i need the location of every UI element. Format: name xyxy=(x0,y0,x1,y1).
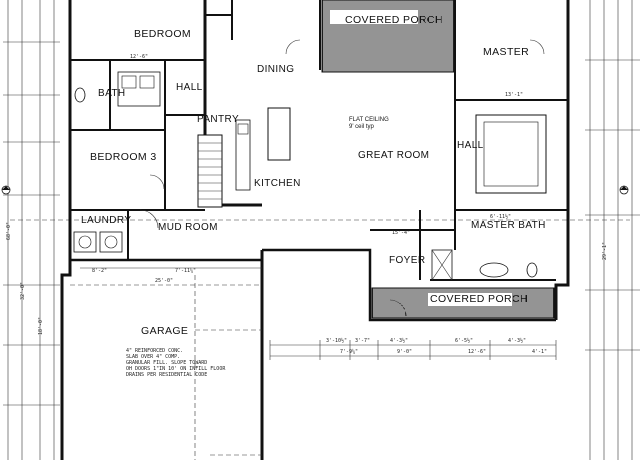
dim-bath-width: 6'-11½" xyxy=(490,213,511,220)
room-label-foyer: FOYER xyxy=(389,255,425,266)
dim-foyer-width: 15'-4" xyxy=(392,230,410,236)
dim-front-5: 3'-10½" xyxy=(326,337,347,344)
room-label-master-bath: MASTER BATH xyxy=(471,220,546,231)
note-garage-slab-5: DRAINS PER RESIDENTIAL CODE xyxy=(126,372,207,378)
dim-garage-width: 25'-0" xyxy=(155,278,173,284)
dim-right-depth: 29'-1" xyxy=(602,242,608,260)
room-label-dining: DINING xyxy=(257,64,294,75)
dim-front-3: 12'-6" xyxy=(468,349,486,355)
room-label-master: MASTER xyxy=(483,46,529,58)
note-flat-ceiling: FLAT CEILING xyxy=(349,117,389,123)
master-bath-fixtures xyxy=(431,114,547,281)
section-marker-left xyxy=(1,185,11,195)
dim-front-1: 7'-9¼" xyxy=(340,349,358,355)
room-label-covered-porch-front: COVERED PORCH xyxy=(430,293,528,305)
dim-mud-width: 7'-11¼" xyxy=(175,268,196,274)
room-label-mud-room: MUD ROOM xyxy=(158,222,218,233)
interior-walls xyxy=(70,0,568,281)
room-label-kitchen: KITCHEN xyxy=(254,178,301,189)
covered-porch-top-hatch xyxy=(321,0,455,73)
note-garage-slab-1: 4" REINFORCED CONC. xyxy=(126,348,183,354)
dim-front-9: 4'-3½" xyxy=(508,337,526,344)
dim-master-width: 13'-1" xyxy=(505,92,523,98)
note-ceiling-height: 9' ceil typ xyxy=(349,124,374,130)
dim-front-7: 4'-3½" xyxy=(390,337,408,344)
room-label-great-room: GREAT ROOM xyxy=(358,150,429,161)
door-swings xyxy=(139,39,545,317)
room-label-garage: GARAGE xyxy=(141,325,188,337)
room-label-bedroom: BEDROOM xyxy=(134,28,191,40)
left-dimension-lines xyxy=(3,0,60,460)
room-label-hall-right: HALL xyxy=(457,140,484,151)
dim-front-4: 4'-1" xyxy=(532,349,547,355)
laundry-fixtures xyxy=(73,231,123,253)
note-garage-slab-3: GRANULAR FILL. SLOPE TOWARD xyxy=(126,360,207,366)
right-dimension-lines xyxy=(585,0,640,460)
dim-overall-depth: 68'-0" xyxy=(6,222,12,240)
bath-fixtures xyxy=(74,71,161,107)
dim-front-6: 3'-7" xyxy=(355,338,370,344)
stair xyxy=(197,134,223,208)
room-label-pantry: PANTRY xyxy=(197,114,239,125)
dim-garage-left: 18'-0" xyxy=(38,317,44,335)
dim-laundry-width: 8'-2" xyxy=(92,268,107,274)
front-dimension-lines xyxy=(80,267,557,360)
kitchen-fixtures xyxy=(235,107,291,191)
room-label-covered-porch-top: COVERED PORCH xyxy=(345,14,443,26)
room-label-laundry: LAUNDRY xyxy=(81,215,131,226)
note-garage-slab-4: OH DOORS 1"IN 10' ON INFILL FLOOR xyxy=(126,366,226,372)
section-marker-right xyxy=(619,185,629,195)
dim-garage-depth: 32'-0" xyxy=(20,282,26,300)
dim-front-8: 6'-5½" xyxy=(455,337,473,344)
covered-porch-front-hatch xyxy=(371,287,555,319)
note-garage-slab-2: SLAB OVER 4" COMP. xyxy=(126,354,180,360)
room-label-bedroom-3: BEDROOM 3 xyxy=(90,151,157,163)
garage-openings xyxy=(70,275,262,460)
room-label-bath: BATH xyxy=(98,88,126,99)
dim-bedroom-width: 12'-6" xyxy=(130,54,148,60)
dim-front-2: 9'-0" xyxy=(397,349,412,355)
room-label-hall-top: HALL xyxy=(176,82,203,93)
